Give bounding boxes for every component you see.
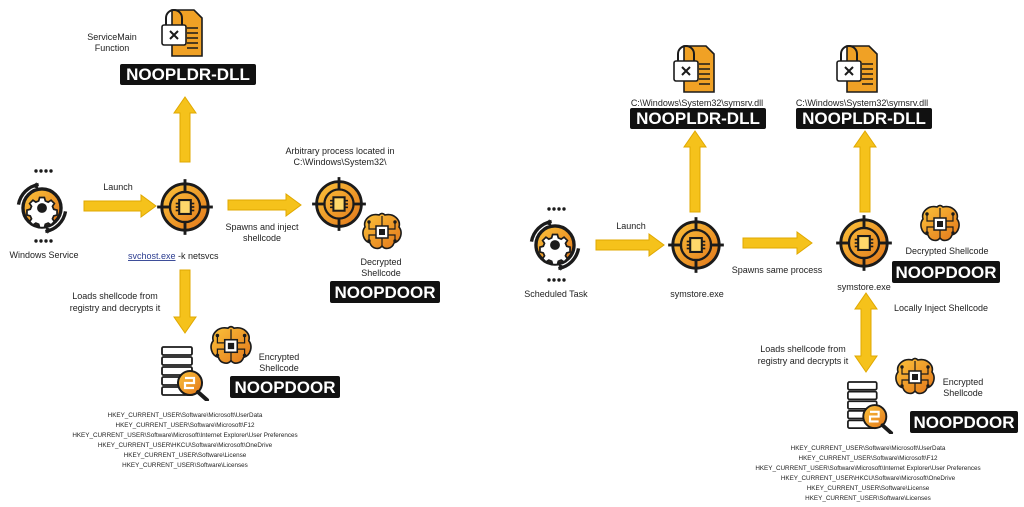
noopldr-dll-badge-right-1: NOOPLDR-DLL [630, 108, 766, 129]
loads-label-right-1: Loads shellcode from [760, 344, 846, 354]
decrypted-label-2: Shellcode [361, 268, 401, 278]
arrow-spawns-same-right [742, 231, 813, 255]
arbitrary-process-icon [311, 176, 367, 232]
registry-database-icon-left [160, 345, 209, 401]
noopdoor-badge-right-bottom: NOOPDOOR [910, 411, 1018, 433]
loads-label-left-2: registry and decrypts it [70, 303, 161, 313]
arbitrary-label-2: C:\Windows\System32\ [293, 157, 387, 167]
noopdoor-text-left-bottom: NOOPDOOR [234, 378, 335, 397]
loads-label-right-2: registry and decrypts it [758, 356, 849, 366]
symstore-label-2: symstore.exe [837, 282, 891, 292]
noopdoor-text-right-top: NOOPDOOR [895, 263, 996, 282]
dll-path-label-2: C:\Windows\System32\symsrv.dll [796, 98, 928, 108]
svchost-process-icon [156, 178, 214, 236]
decrypted-shellcode-brain-icon-right [920, 204, 960, 242]
arrow-up-to-dll-right-2 [853, 130, 877, 213]
noopdoor-badge-left-bottom: NOOPDOOR [230, 376, 340, 398]
arrow-launch-left [83, 194, 157, 218]
registry-list-right: HKEY_CURRENT_USER\Software\Microsoft\Use… [755, 445, 980, 502]
launch-label-left: Launch [103, 182, 133, 192]
decrypted-label-1: Decrypted [360, 257, 401, 267]
registry-path: HKEY_CURRENT_USER\Software\Microsoft\F12 [116, 422, 255, 429]
scheduled-task-icon [529, 207, 581, 282]
registry-path: HKEY_CURRENT_USER\Software\Microsoft\Use… [791, 445, 946, 452]
decrypted-label-right: Decrypted Shellcode [905, 246, 988, 256]
launch-label-right: Launch [616, 221, 646, 231]
locked-dll-file-icon-right-2 [836, 45, 878, 93]
noopdoor-text-left-top: NOOPDOOR [334, 283, 435, 302]
arrow-spawns-left [227, 193, 302, 217]
spawns-inject-label-1: Spawns and inject [225, 222, 299, 232]
registry-path: HKEY_CURRENT_USER\Software\Microsoft\Int… [72, 432, 297, 439]
svchost-label: svchost.exe -k netsvcs [128, 251, 219, 261]
registry-path: HKEY_CURRENT_USER\Software\Microsoft\Int… [755, 465, 980, 472]
registry-path: HKEY_CURRENT_USER\Software\Microsoft\F12 [799, 455, 938, 462]
registry-list-left: HKEY_CURRENT_USER\Software\Microsoft\Use… [72, 412, 297, 469]
svchost-exe-link[interactable]: svchost.exe [128, 251, 176, 261]
registry-path: HKEY_CURRENT_USER\Software\License [807, 485, 930, 492]
encrypted-shellcode-brain-icon-right [895, 357, 935, 395]
noopldr-dll-text-right-2: NOOPLDR-DLL [802, 109, 926, 128]
registry-path: HKEY_CURRENT_USER\HKCU\Software\Microsof… [98, 442, 273, 449]
symstore-process-icon-1 [667, 216, 725, 274]
noopdoor-text-right-bottom: NOOPDOOR [913, 413, 1014, 432]
servicemain-label-2: Function [95, 43, 130, 53]
scheduled-task-label: Scheduled Task [524, 289, 588, 299]
registry-path: HKEY_CURRENT_USER\Software\Microsoft\Use… [108, 412, 263, 419]
loads-label-left-1: Loads shellcode from [72, 291, 158, 301]
registry-path: HKEY_CURRENT_USER\Software\Licenses [805, 495, 931, 502]
encrypted-label-right-1: Encrypted [943, 377, 984, 387]
noopldr-dll-text-right-1: NOOPLDR-DLL [636, 109, 760, 128]
arrow-down-to-registry-left [173, 269, 197, 334]
encrypted-label-left-2: Shellcode [259, 363, 299, 373]
arrow-up-to-dll-left [173, 96, 197, 163]
symstore-label-1: symstore.exe [670, 289, 724, 299]
dll-path-label-1: C:\Windows\System32\symsrv.dll [631, 98, 763, 108]
locked-dll-file-icon [161, 9, 203, 57]
symstore-process-icon-2 [835, 214, 893, 272]
arrow-up-to-dll-right-1 [683, 130, 707, 213]
encrypted-label-left-1: Encrypted [259, 352, 300, 362]
arrow-launch-right [595, 233, 665, 257]
svchost-args: -k netsvcs [176, 251, 220, 261]
arrow-bidirectional-inject-right [854, 292, 878, 373]
registry-database-icon-right [846, 380, 894, 434]
decrypted-shellcode-brain-icon [362, 212, 402, 250]
spawns-inject-label-2: shellcode [243, 233, 281, 243]
noopldr-dll-badge-left: NOOPLDR-DLL [120, 64, 256, 85]
locally-inject-label: Locally Inject Shellcode [894, 303, 988, 313]
noopdoor-badge-left-top: NOOPDOOR [330, 281, 440, 303]
windows-service-icon [16, 169, 68, 243]
noopldr-dll-badge-right-2: NOOPLDR-DLL [796, 108, 932, 129]
registry-path: HKEY_CURRENT_USER\Software\Licenses [122, 462, 248, 469]
registry-path: HKEY_CURRENT_USER\HKCU\Software\Microsof… [781, 475, 956, 482]
encrypted-shellcode-brain-icon-left [210, 325, 252, 364]
noopldr-dll-text-left: NOOPLDR-DLL [126, 65, 250, 84]
noopdoor-badge-right-top: NOOPDOOR [892, 261, 1000, 283]
encrypted-label-right-2: Shellcode [943, 388, 983, 398]
locked-dll-file-icon-right-1 [673, 45, 715, 93]
windows-service-label: Windows Service [9, 250, 78, 260]
servicemain-label-1: ServiceMain [87, 32, 137, 42]
spawns-same-label: Spawns same process [732, 265, 823, 275]
registry-path: HKEY_CURRENT_USER\Software\License [124, 452, 247, 459]
arbitrary-label-1: Arbitrary process located in [285, 146, 394, 156]
